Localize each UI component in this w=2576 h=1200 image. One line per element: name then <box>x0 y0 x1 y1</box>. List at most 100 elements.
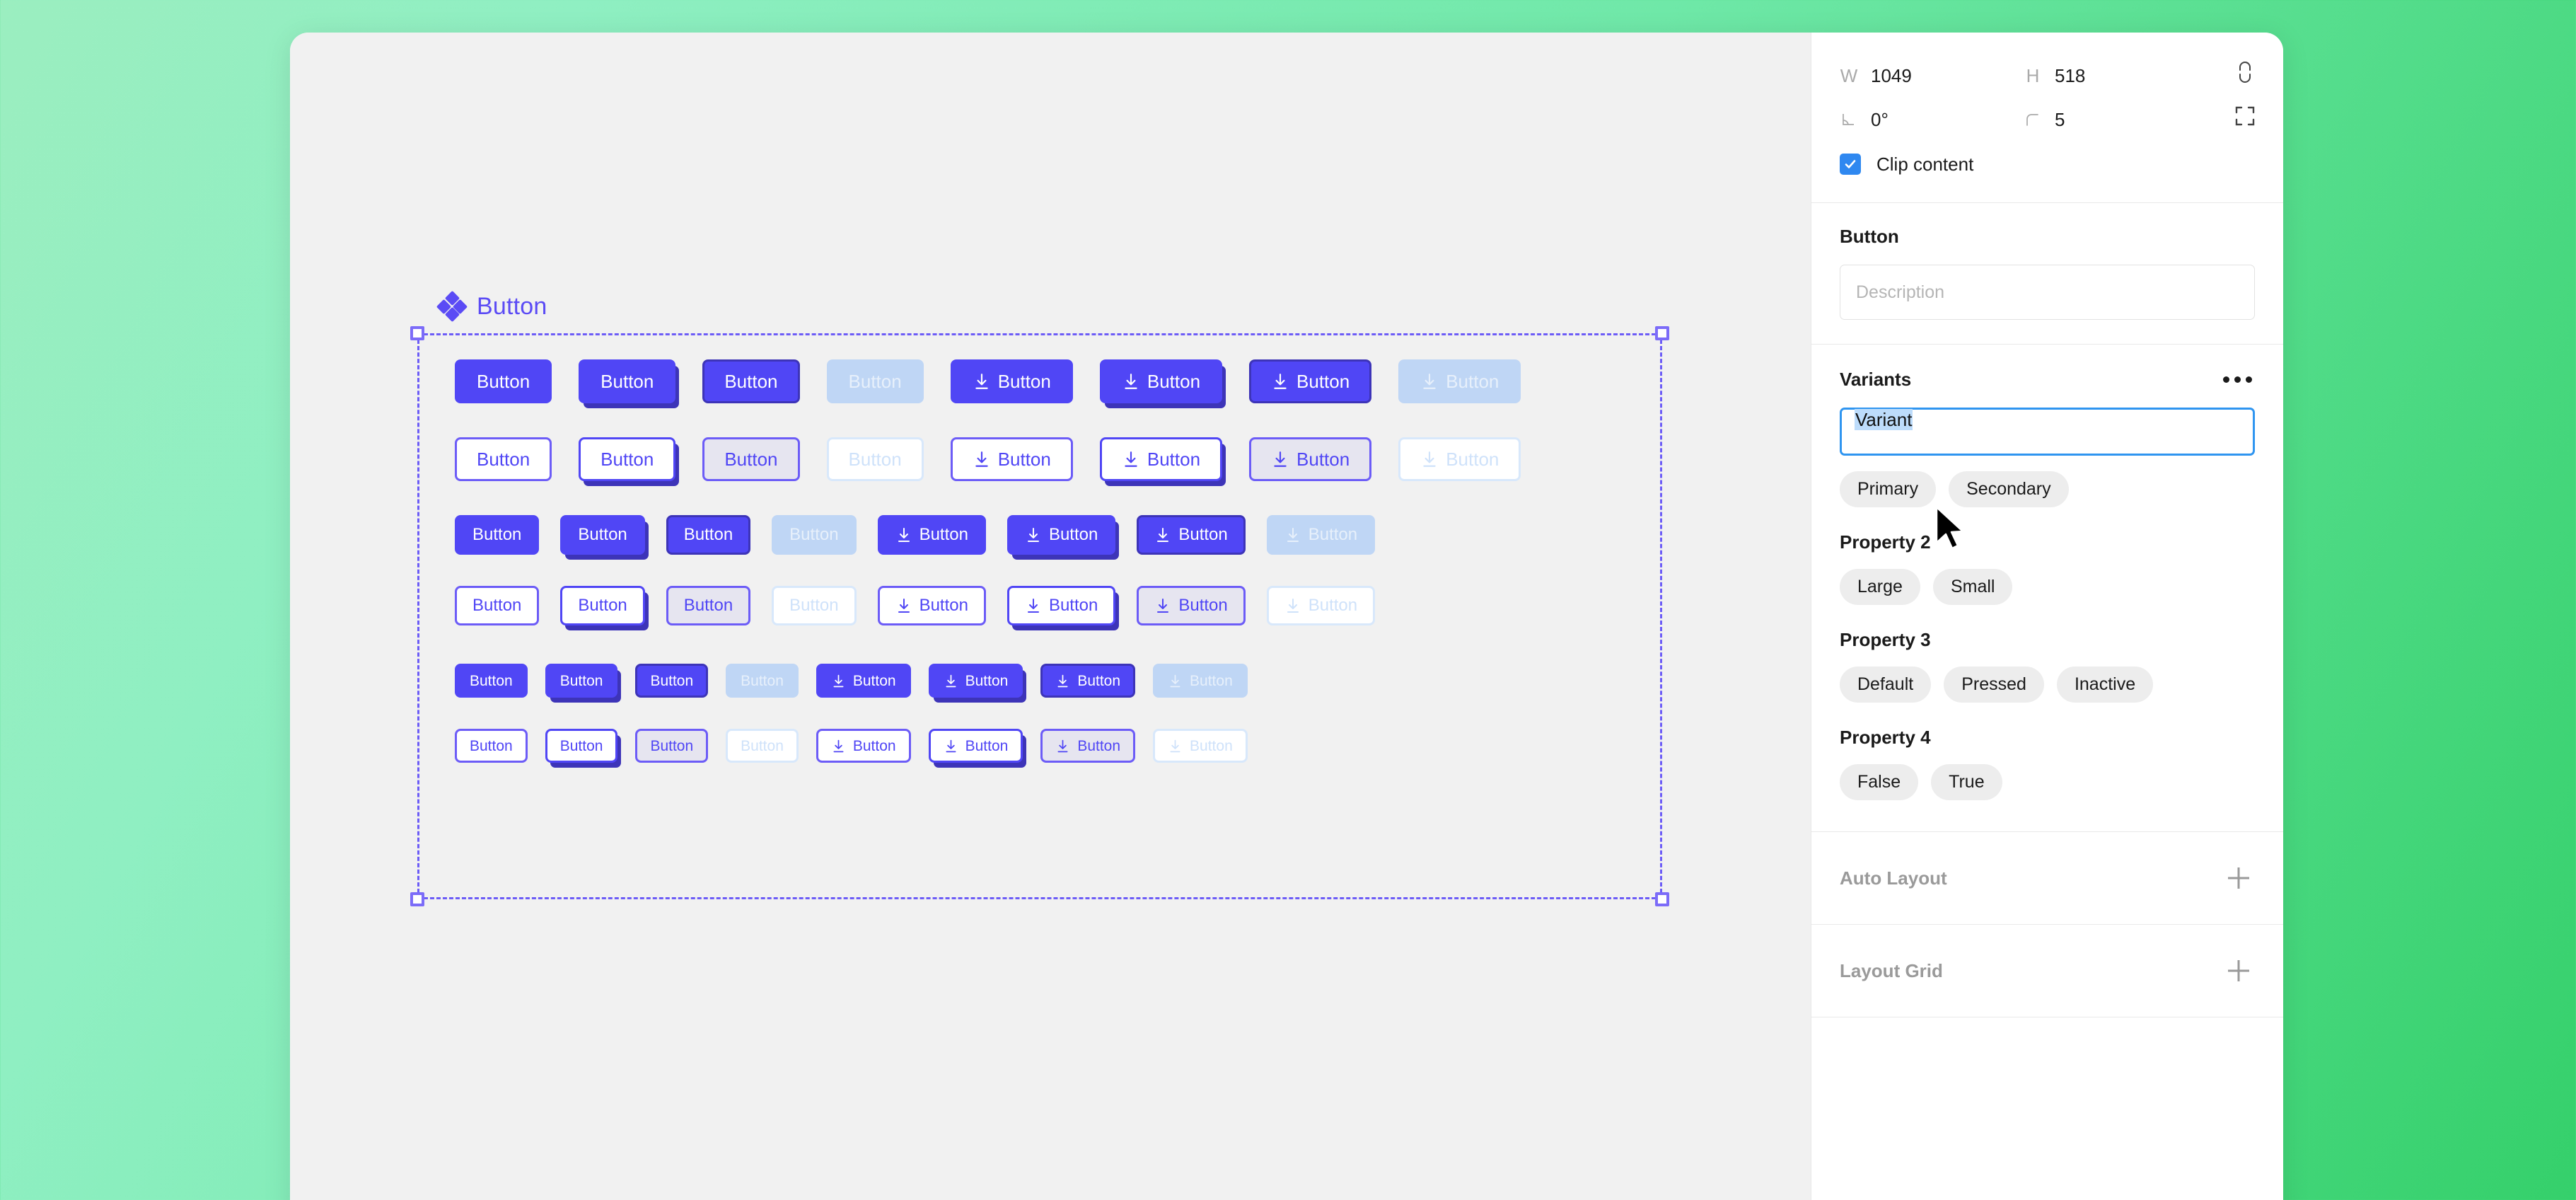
button-secondary-large-pressed-with-icon[interactable]: Button <box>1099 437 1223 481</box>
button-primary-small-default[interactable]: Button <box>455 664 528 698</box>
rotation-field[interactable]: 0° <box>1840 109 2024 131</box>
button-secondary-small-disabled-with-icon[interactable]: Button <box>1153 729 1248 763</box>
variant-option-secondary[interactable]: Secondary <box>1949 471 2069 507</box>
button-primary-small-disabled-with-icon[interactable]: Button <box>1153 664 1248 698</box>
button-label: Button <box>683 596 733 615</box>
button-secondary-small-disabled[interactable]: Button <box>726 729 799 763</box>
height-field[interactable]: H 518 <box>2024 65 2207 87</box>
button-primary-small-inactive-with-icon[interactable]: Button <box>1040 664 1136 698</box>
button-primary-medium-pressed-with-icon[interactable]: Button <box>1006 515 1116 555</box>
component-diamond-icon <box>436 290 468 323</box>
button-secondary-small-default-with-icon[interactable]: Button <box>816 729 911 763</box>
broken-link-icon[interactable] <box>2231 58 2259 86</box>
button-secondary-medium-default[interactable]: Button <box>455 586 540 625</box>
button-secondary-medium-default-with-icon[interactable]: Button <box>877 586 986 625</box>
button-secondary-large-disabled-with-icon[interactable]: Button <box>1398 437 1521 481</box>
button-primary-large-default-with-icon[interactable]: Button <box>950 359 1073 403</box>
button-label: Button <box>1077 737 1121 754</box>
selection-handle-top-left[interactable] <box>410 326 424 340</box>
button-primary-large-inactive-with-icon[interactable]: Button <box>1249 359 1372 403</box>
button-secondary-small-default[interactable]: Button <box>455 729 528 763</box>
layout-grid-label: Layout Grid <box>1840 959 1943 981</box>
button-secondary-large-pressed[interactable]: Button <box>579 437 676 481</box>
button-primary-small-inactive[interactable]: Button <box>635 664 709 698</box>
button-label: Button <box>1446 449 1499 470</box>
component-set-title-row[interactable]: Button <box>436 290 1669 323</box>
button-secondary-large-default-with-icon[interactable]: Button <box>950 437 1073 481</box>
button-primary-medium-disabled-with-icon[interactable]: Button <box>1266 515 1376 555</box>
button-secondary-medium-pressed-with-icon[interactable]: Button <box>1006 586 1116 625</box>
button-label: Button <box>997 371 1051 392</box>
button-primary-medium-default-with-icon[interactable]: Button <box>877 515 986 555</box>
button-secondary-large-inactive[interactable]: Button <box>702 437 800 481</box>
clip-content-checkbox[interactable] <box>1840 154 1861 175</box>
button-label: Button <box>578 596 627 615</box>
variant-option-small[interactable]: Small <box>1932 569 2013 605</box>
variant-option-inactive[interactable]: Inactive <box>2056 667 2154 703</box>
width-field[interactable]: W 1049 <box>1840 65 2024 87</box>
add-layout-grid-plus-icon[interactable] <box>2222 954 2255 987</box>
variant-option-default[interactable]: Default <box>1840 667 1932 703</box>
button-secondary-medium-disabled-with-icon[interactable]: Button <box>1266 586 1376 625</box>
button-label: Button <box>1147 449 1201 470</box>
download-icon <box>973 450 991 468</box>
component-set-name[interactable]: Button <box>477 293 547 320</box>
button-primary-small-pressed[interactable]: Button <box>545 664 618 698</box>
download-icon <box>1055 674 1070 688</box>
variants-header: Variants <box>1840 369 2255 391</box>
button-secondary-small-inactive[interactable]: Button <box>635 729 709 763</box>
button-primary-medium-inactive-with-icon[interactable]: Button <box>1137 515 1246 555</box>
button-secondary-large-disabled[interactable]: Button <box>826 437 924 481</box>
button-primary-medium-disabled[interactable]: Button <box>772 515 857 555</box>
selection-handle-bottom-left[interactable] <box>410 892 424 906</box>
button-label: Button <box>919 596 968 615</box>
corner-radius-value[interactable]: 5 <box>2055 108 2065 130</box>
button-secondary-small-pressed-with-icon[interactable]: Button <box>928 729 1023 763</box>
add-auto-layout-plus-icon[interactable] <box>2222 862 2255 894</box>
button-secondary-medium-inactive-with-icon[interactable]: Button <box>1137 586 1246 625</box>
button-primary-small-default-with-icon[interactable]: Button <box>816 664 911 698</box>
button-secondary-large-inactive-with-icon[interactable]: Button <box>1249 437 1372 481</box>
button-label: Button <box>848 371 902 392</box>
button-secondary-medium-disabled[interactable]: Button <box>772 586 857 625</box>
button-primary-large-inactive[interactable]: Button <box>702 359 800 403</box>
variant-property-name-input[interactable] <box>1840 408 2255 456</box>
button-primary-large-disabled-with-icon[interactable]: Button <box>1398 359 1521 403</box>
button-primary-large-pressed[interactable]: Button <box>579 359 676 403</box>
more-horizontal-icon[interactable] <box>2220 369 2255 390</box>
button-secondary-small-pressed[interactable]: Button <box>545 729 618 763</box>
variant-option-false[interactable]: False <box>1840 764 1919 800</box>
button-primary-small-disabled[interactable]: Button <box>726 664 799 698</box>
variant-option-pressed[interactable]: Pressed <box>1944 667 2044 703</box>
selection-handle-bottom-right[interactable] <box>1655 892 1669 906</box>
description-input[interactable] <box>1840 265 2255 320</box>
height-value[interactable]: 518 <box>2055 64 2086 86</box>
constraints-icon[interactable] <box>2231 102 2259 130</box>
download-icon <box>1271 450 1289 468</box>
button-primary-large-disabled[interactable]: Button <box>826 359 924 403</box>
width-value[interactable]: 1049 <box>1871 64 1912 86</box>
button-primary-medium-pressed[interactable]: Button <box>560 515 645 555</box>
button-primary-small-pressed-with-icon[interactable]: Button <box>928 664 1023 698</box>
button-primary-medium-default[interactable]: Button <box>455 515 540 555</box>
clip-content-row[interactable]: Clip content <box>1840 144 2255 184</box>
selection-handle-top-right[interactable] <box>1655 326 1669 340</box>
button-primary-large-default[interactable]: Button <box>455 359 552 403</box>
button-label: Button <box>741 737 784 754</box>
button-secondary-medium-pressed[interactable]: Button <box>560 586 645 625</box>
button-secondary-large-default[interactable]: Button <box>455 437 552 481</box>
corner-radius-field[interactable]: 5 <box>2024 109 2207 131</box>
variant-option-primary[interactable]: Primary <box>1840 471 1937 507</box>
description-section: Button <box>1811 203 2283 345</box>
button-secondary-medium-inactive[interactable]: Button <box>666 586 751 625</box>
button-label: Button <box>1178 596 1228 615</box>
variant-option-large[interactable]: Large <box>1840 569 1920 605</box>
button-secondary-small-inactive-with-icon[interactable]: Button <box>1040 729 1136 763</box>
button-primary-large-pressed-with-icon[interactable]: Button <box>1099 359 1223 403</box>
download-icon <box>944 674 958 688</box>
variant-option-true[interactable]: True <box>1931 764 2002 800</box>
rotation-value[interactable]: 0° <box>1871 108 1889 130</box>
button-primary-medium-inactive[interactable]: Button <box>666 515 751 555</box>
